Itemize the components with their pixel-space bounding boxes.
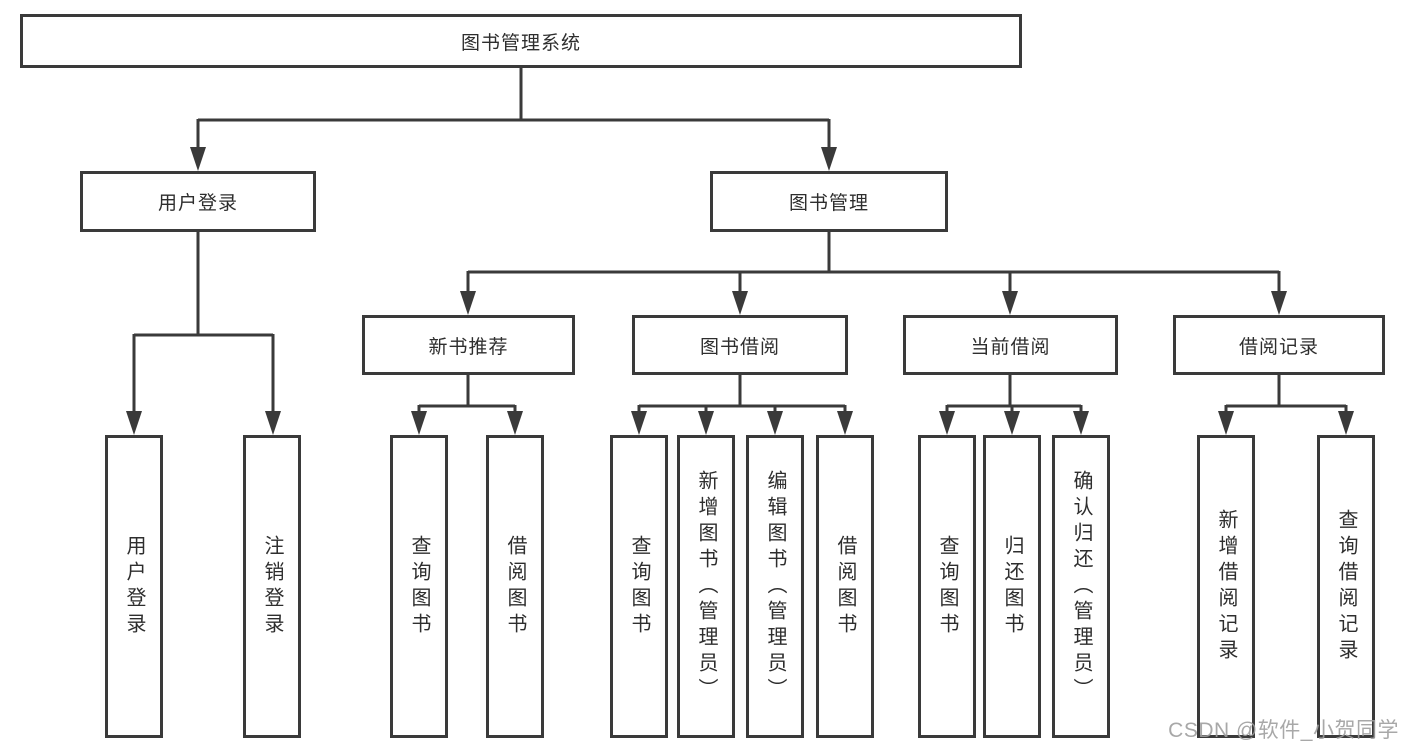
leaf-borrow-books: 借阅图书 [816,435,874,738]
connector-userlogin-children [126,232,281,435]
node-borrow-records: 借阅记录 [1173,315,1385,375]
leaf-confirm-return-admin: 确认归还（管理员） [1052,435,1110,738]
csdn-watermark: CSDN @软件_小贺同学 [1168,719,1399,742]
connector-newbooks-children [411,375,523,435]
node-book-management-branch: 图书管理 [710,171,948,232]
node-book-borrow: 图书借阅 [632,315,848,375]
connector-borrow-children [631,375,853,435]
leaf-recommend-query-books: 查询图书 [390,435,448,738]
leaf-borrow-query-books: 查询图书 [610,435,668,738]
leaf-query-borrow-record: 查询借阅记录 [1317,435,1375,738]
leaf-current-query-books: 查询图书 [918,435,976,738]
leaf-recommend-borrow-books: 借阅图书 [486,435,544,738]
leaf-edit-books-admin: 编辑图书（管理员） [746,435,804,738]
node-user-login-branch: 用户登录 [80,171,316,232]
node-new-book-recommend: 新书推荐 [362,315,575,375]
connector-bookmgmt-to-level3 [460,232,1287,315]
leaf-return-books: 归还图书 [983,435,1041,738]
leaf-user-login: 用户登录 [105,435,163,738]
connector-root-to-level2 [190,68,837,171]
node-root-system: 图书管理系统 [20,14,1022,68]
connector-current-children [939,375,1089,435]
node-current-borrow: 当前借阅 [903,315,1118,375]
leaf-logout: 注销登录 [243,435,301,738]
connector-records-children [1218,375,1354,435]
leaf-add-borrow-record: 新增借阅记录 [1197,435,1255,738]
leaf-add-books-admin: 新增图书（管理员） [677,435,735,738]
